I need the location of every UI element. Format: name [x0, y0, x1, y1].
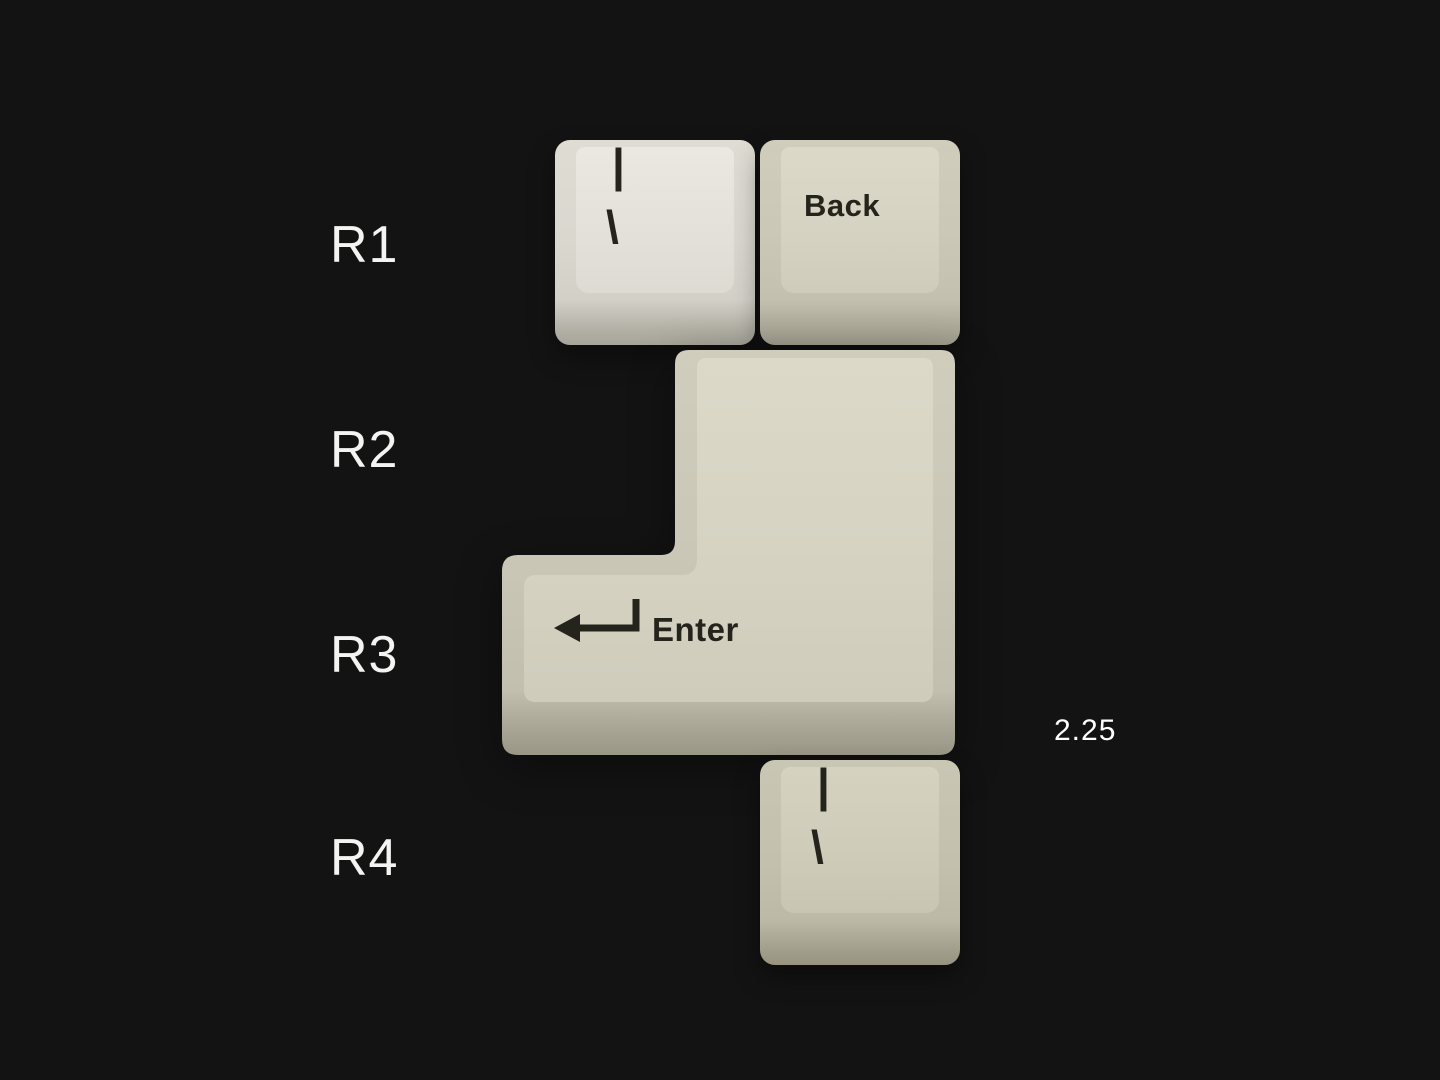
row-label-r3: R3 [330, 626, 399, 684]
keycap-backslash-r4: | \ [760, 760, 960, 965]
keycap-legend-backslash: | \ [604, 140, 684, 280]
keycap-top-face [781, 767, 939, 913]
backslash-glyph: \ [811, 821, 824, 873]
keycap-iso-enter: Enter [502, 350, 955, 755]
keycap-legend-backslash: | \ [809, 760, 889, 900]
enter-size-label: 2.25 [1054, 714, 1117, 747]
pipe-glyph: | [817, 759, 830, 811]
keycap-legend-back: Back [804, 188, 881, 223]
pipe-glyph: | [612, 139, 625, 191]
keycap-top-face [524, 358, 933, 702]
keycap-top-face [576, 147, 734, 293]
keycap-legend-enter: Enter [652, 611, 739, 648]
keycap-backslash-r1: | \ [555, 140, 755, 345]
return-arrow-icon [554, 599, 640, 642]
row-label-r2: R2 [330, 421, 399, 479]
row-label-r1: R1 [330, 216, 399, 274]
row-label-r4: R4 [330, 829, 399, 887]
backslash-glyph: \ [606, 201, 619, 253]
keycap-back: Back [760, 140, 960, 345]
keycap-top-face [781, 147, 939, 293]
